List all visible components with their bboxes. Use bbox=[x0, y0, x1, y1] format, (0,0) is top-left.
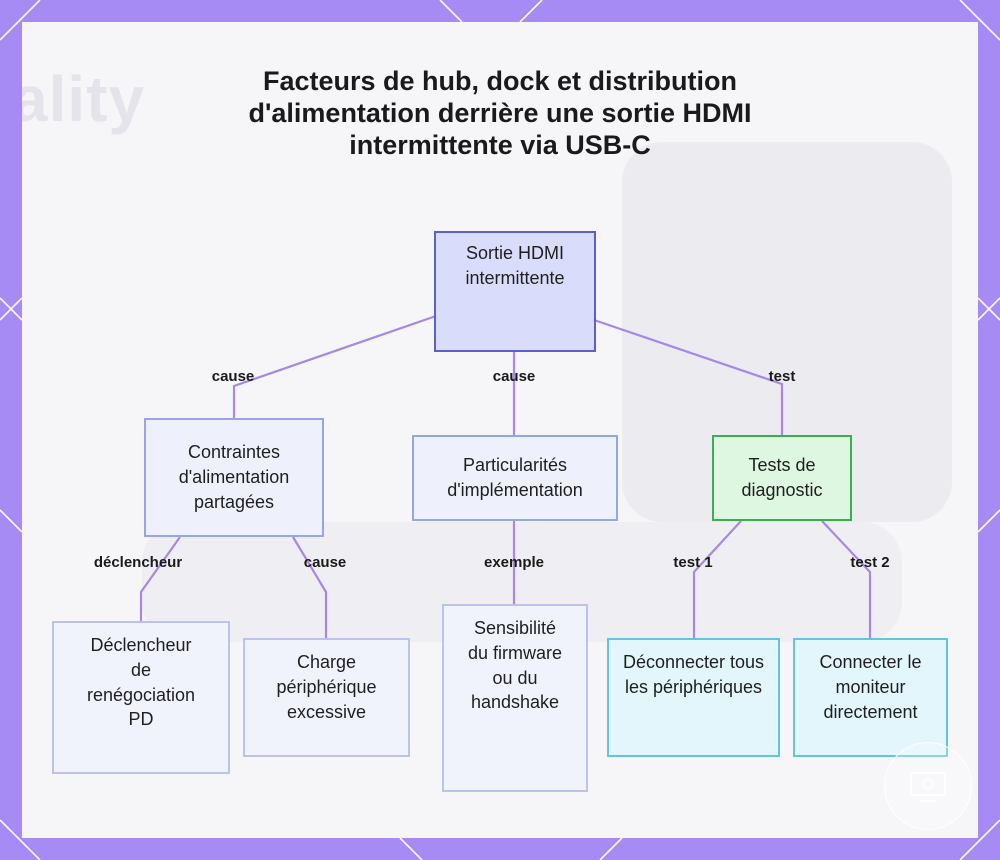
node-label: Connecter le moniteur directement bbox=[801, 650, 940, 724]
edge-root-tests bbox=[594, 320, 782, 435]
node-label: Particularités d'implémentation bbox=[420, 453, 610, 503]
node-label: Déclencheur de renégociation PD bbox=[78, 633, 204, 732]
node-label: Charge périphérique excessive bbox=[251, 650, 402, 724]
node-label: Sensibilité du firmware ou du handshake bbox=[462, 616, 568, 715]
edge-root-power bbox=[234, 316, 436, 418]
node-label: Sortie HDMI intermittente bbox=[442, 241, 588, 291]
edge-label-power-pd: déclencheur bbox=[94, 554, 182, 571]
edge-power-pd bbox=[141, 537, 180, 621]
node-tests-diagnostic: Tests de diagnostic bbox=[712, 435, 852, 521]
node-particularites-implementation: Particularités d'implémentation bbox=[412, 435, 618, 521]
node-label: Tests de diagnostic bbox=[720, 453, 844, 503]
node-sortie-hdmi: Sortie HDMI intermittente bbox=[434, 231, 596, 352]
node-declencheur-pd: Déclencheur de renégociation PD bbox=[52, 621, 230, 774]
watermark-logo bbox=[884, 742, 972, 830]
node-label: Contraintes d'alimentation partagées bbox=[152, 440, 316, 514]
node-sensibilite-firmware: Sensibilité du firmware ou du handshake bbox=[442, 604, 588, 792]
edge-label-power-charge: cause bbox=[304, 554, 347, 571]
edge-label-root-impl: cause bbox=[493, 368, 536, 385]
edge-tests-disconnect bbox=[694, 521, 741, 638]
edge-label-tests-direct: test 2 bbox=[850, 554, 889, 571]
edge-label-impl-firmware: exemple bbox=[484, 554, 544, 571]
edge-power-charge bbox=[293, 537, 326, 638]
node-connecter-moniteur: Connecter le moniteur directement bbox=[793, 638, 948, 757]
edge-label-root-power: cause bbox=[212, 368, 255, 385]
edge-tests-direct bbox=[822, 521, 870, 638]
node-deconnecter-peripheriques: Déconnecter tous les périphériques bbox=[607, 638, 780, 757]
node-contraintes-alimentation: Contraintes d'alimentation partagées bbox=[144, 418, 324, 537]
edge-label-tests-disconnect: test 1 bbox=[673, 554, 712, 571]
node-label: Déconnecter tous les périphériques bbox=[615, 650, 772, 700]
node-charge-peripherique: Charge périphérique excessive bbox=[243, 638, 410, 757]
edge-label-root-tests: test bbox=[769, 368, 796, 385]
